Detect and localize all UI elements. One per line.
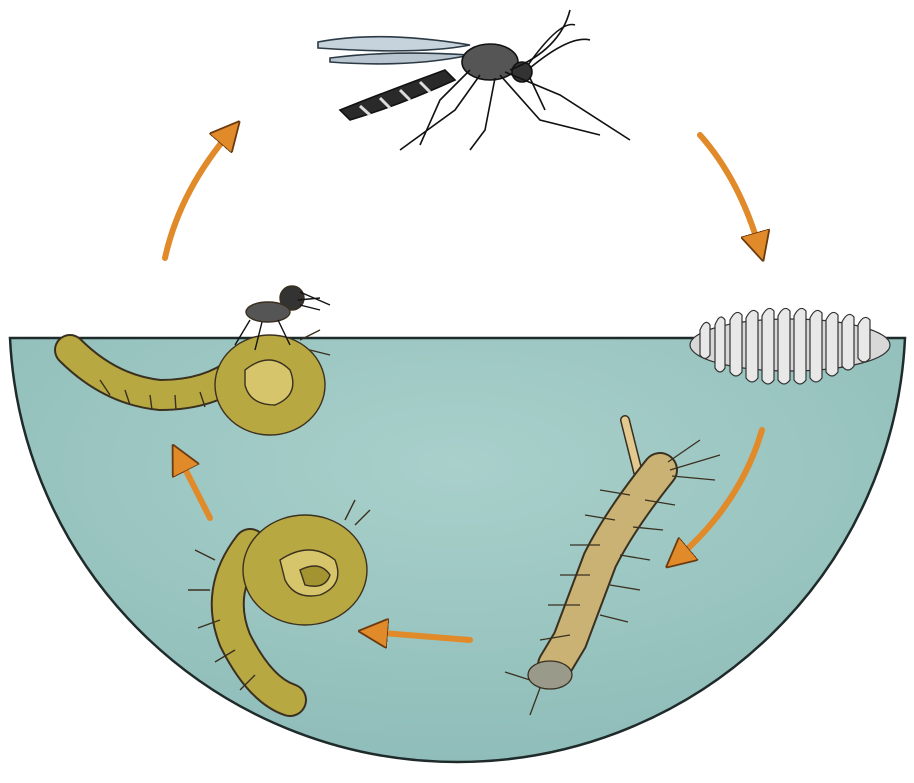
mosquito-adult-icon — [318, 10, 630, 150]
arrow-adult-to-eggs — [700, 135, 760, 250]
arrow-emerging-to-adult — [165, 130, 232, 258]
